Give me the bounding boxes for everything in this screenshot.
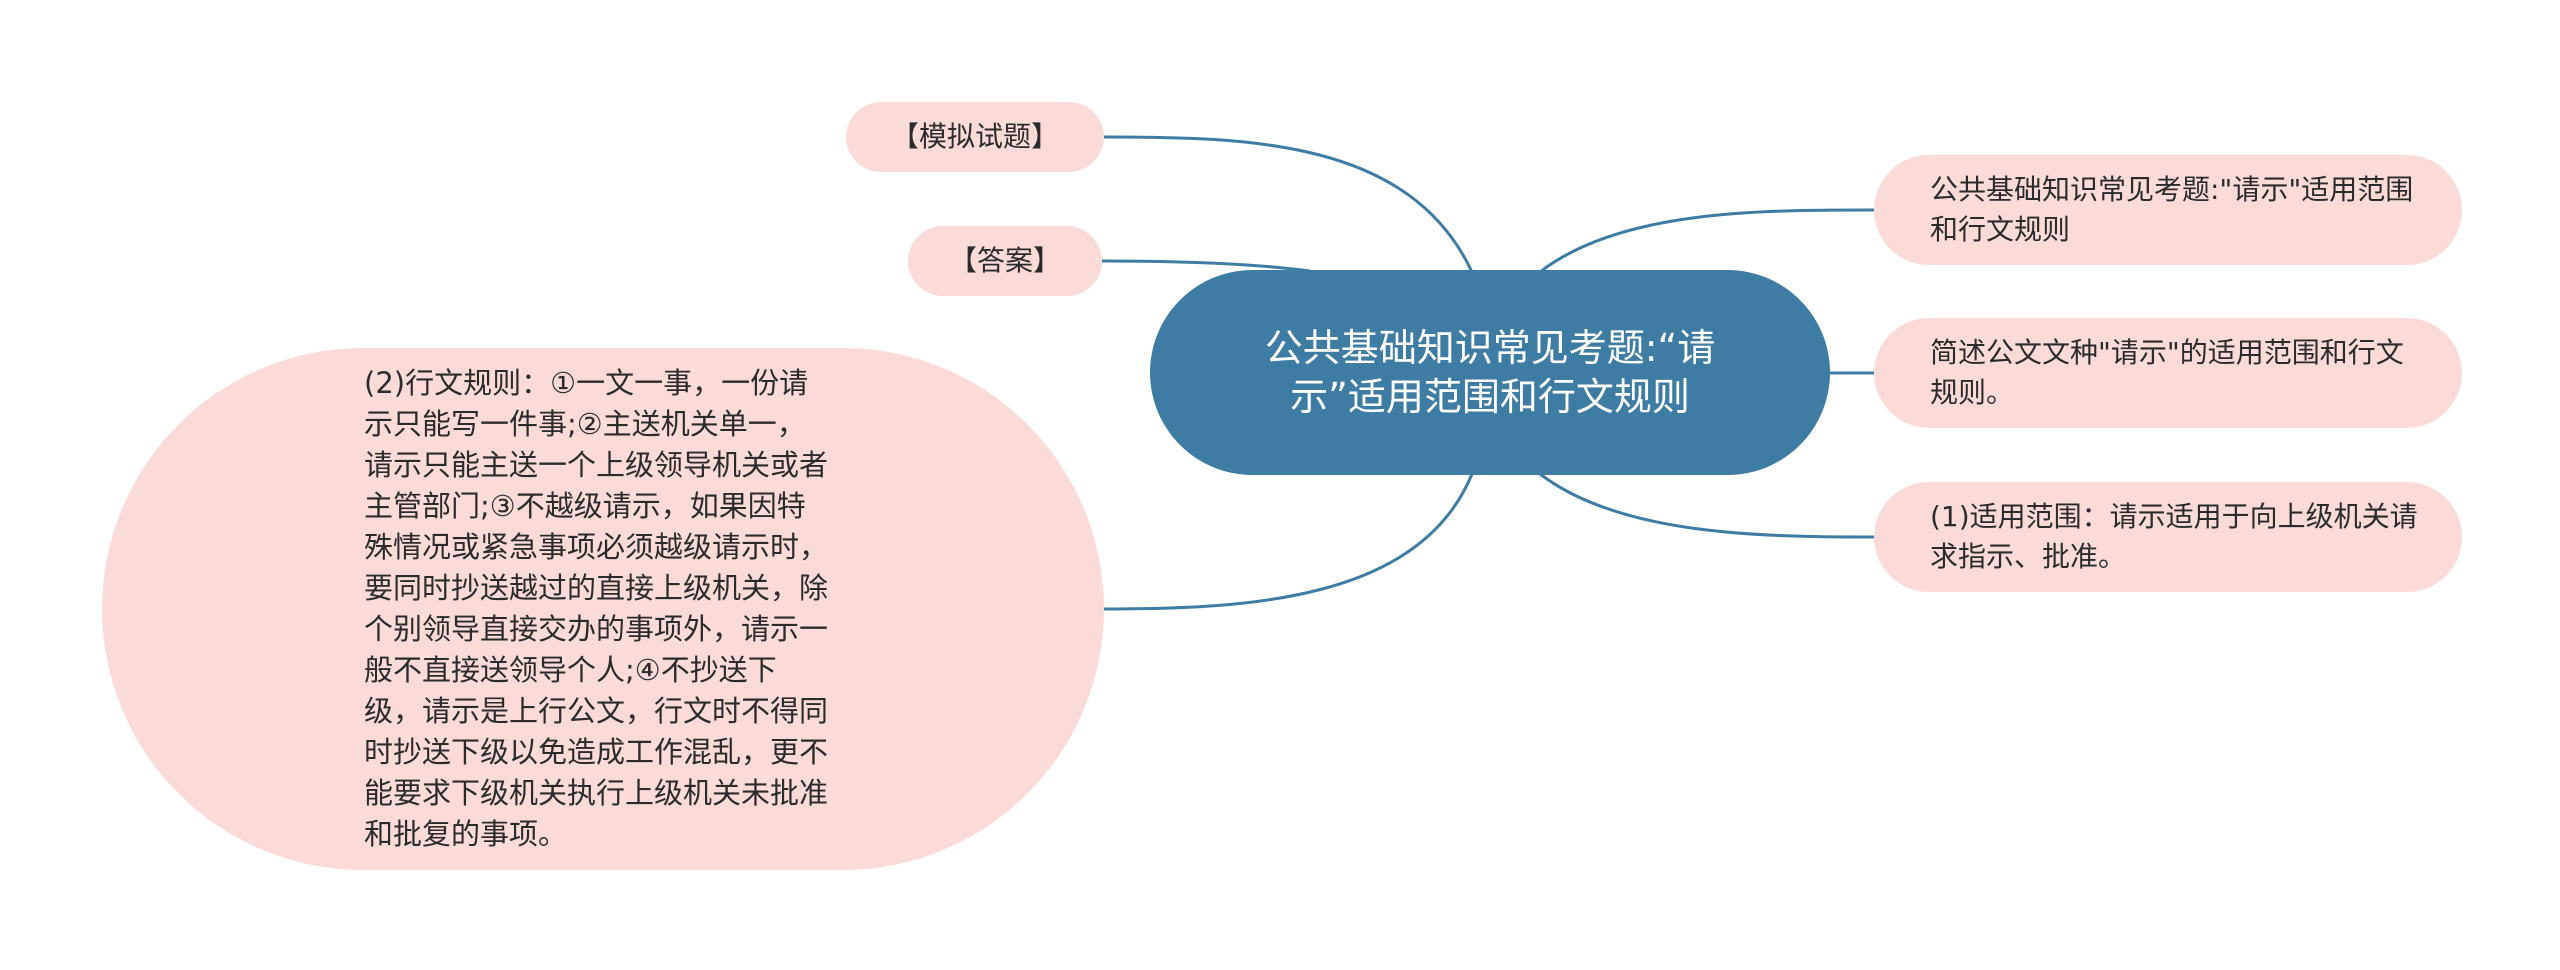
branch-topic-title[interactable]: 公共基础知识常见考题:"请示"适用范围和行文规则 bbox=[1874, 155, 2462, 265]
mindmap-root-node[interactable]: 公共基础知识常见考题:“请示”适用范围和行文规则 bbox=[1150, 270, 1830, 475]
branch-answer[interactable]: 【答案】 bbox=[908, 226, 1102, 296]
branch-label: 公共基础知识常见考题:"请示"适用范围和行文规则 bbox=[1930, 173, 2414, 246]
connector-root-to-title2 bbox=[1539, 208, 1875, 274]
branch-label: 【模拟试题】 bbox=[890, 120, 1059, 153]
branch-label: (1)适用范围：请示适用于向上级机关请求指示、批准。 bbox=[1930, 500, 2418, 573]
branch-label: 简述公文文种"请示"的适用范围和行文规则。 bbox=[1930, 336, 2404, 409]
connector-root-to-mock bbox=[1103, 135, 1474, 273]
branch-writing-rules[interactable]: (2)行文规则：①一文一事，一份请示只能写一件事;②主送机关单一，请示只能主送一… bbox=[102, 348, 1104, 870]
connector-root-to-scope bbox=[1539, 472, 1875, 539]
branch-mock-exam[interactable]: 【模拟试题】 bbox=[846, 102, 1104, 172]
branch-label: 【答案】 bbox=[948, 244, 1061, 277]
connector-root-to-rule bbox=[1103, 473, 1474, 611]
root-label: 公共基础知识常见考题:“请示”适用范围和行文规则 bbox=[1264, 325, 1716, 419]
branch-question[interactable]: 简述公文文种"请示"的适用范围和行文规则。 bbox=[1874, 318, 2462, 428]
branch-scope[interactable]: (1)适用范围：请示适用于向上级机关请求指示、批准。 bbox=[1874, 482, 2462, 592]
branch-label: (2)行文规则：①一文一事，一份请示只能写一件事;②主送机关单一，请示只能主送一… bbox=[364, 366, 829, 851]
connector-root-to-answer bbox=[1101, 259, 1311, 273]
